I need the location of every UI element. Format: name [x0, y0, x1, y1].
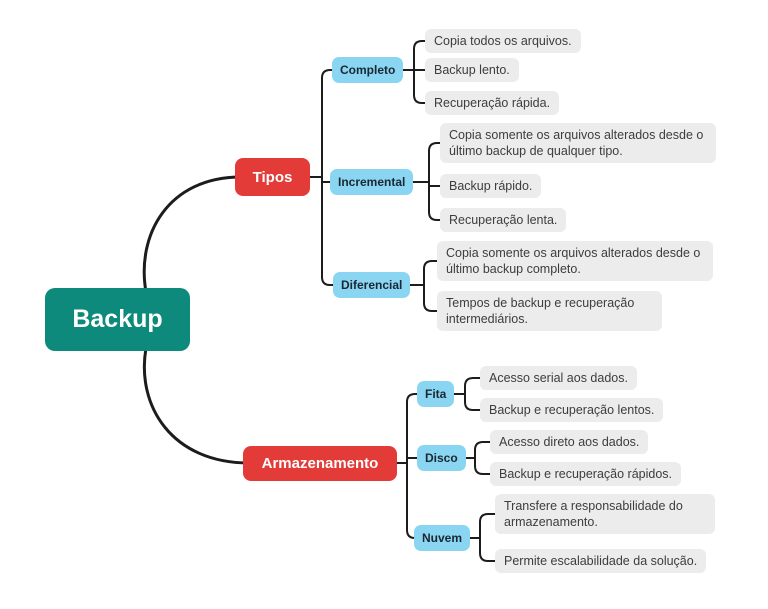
leaf-permite-escalabilidade[interactable]: Permite escalabilidade da solução. [495, 549, 707, 573]
leaf-acesso-direto[interactable]: Acesso direto aos dados. [490, 430, 649, 454]
edge-tipos-completo [301, 69, 339, 178]
leaf-acesso-serial[interactable]: Acesso serial aos dados. [480, 366, 637, 390]
node-backup[interactable]: Backup [45, 288, 190, 351]
edge-fita-leaf1 [444, 377, 485, 395]
edge-completo-leaf1 [393, 40, 430, 71]
leaf-backup-recuperacao-rapidos[interactable]: Backup e recuperação rápidos. [490, 462, 682, 486]
edge-completo-leaf3 [393, 69, 430, 104]
edge-diferencial-leaf1 [403, 260, 442, 286]
node-tipos[interactable]: Tipos [235, 158, 310, 196]
node-nuvem[interactable]: Nuvem [414, 525, 471, 551]
edge-disco-leaf1 [454, 441, 495, 459]
leaf-copia-somente-completo[interactable]: Copia somente os arquivos alterados desd… [437, 241, 713, 281]
node-diferencial[interactable]: Diferencial [333, 272, 411, 298]
edge-disco-leaf2 [454, 457, 495, 475]
edge-nuvem-leaf2 [460, 537, 500, 562]
edge-tipos-diferencial [301, 176, 340, 286]
leaf-recuperacao-lenta[interactable]: Recuperação lenta. [440, 208, 567, 232]
leaf-tempos-intermediarios[interactable]: Tempos de backup e recuperação intermedi… [437, 291, 662, 331]
edge-armazenamento-fita [388, 393, 424, 464]
leaf-backup-rapido[interactable]: Backup rápido. [440, 174, 542, 198]
node-armazenamento[interactable]: Armazenamento [243, 446, 397, 481]
leaf-backup-recuperacao-lentos[interactable]: Backup e recuperação lentos. [480, 398, 664, 422]
leaf-backup-lento[interactable]: Backup lento. [425, 58, 519, 82]
node-completo[interactable]: Completo [332, 57, 404, 83]
edge-backup-armazenamento [142, 346, 251, 465]
edge-incremental-leaf1 [408, 142, 445, 183]
leaf-recuperacao-rapida[interactable]: Recuperação rápida. [425, 91, 560, 115]
node-disco[interactable]: Disco [417, 445, 466, 471]
leaf-copia-somente-qualquer-tipo[interactable]: Copia somente os arquivos alterados desd… [440, 123, 716, 163]
node-incremental[interactable]: Incremental [330, 169, 414, 195]
edge-backup-tipos [142, 175, 243, 294]
leaf-copia-todos-arquivos[interactable]: Copia todos os arquivos. [425, 29, 581, 53]
leaf-transfere-responsabilidade[interactable]: Transfere a responsabilidade do armazena… [495, 494, 715, 534]
edge-incremental-leaf3 [408, 181, 445, 221]
node-fita[interactable]: Fita [417, 381, 455, 407]
edge-diferencial-leaf2 [403, 284, 442, 312]
edge-fita-leaf2 [444, 393, 485, 411]
edge-nuvem-leaf1 [460, 513, 500, 539]
